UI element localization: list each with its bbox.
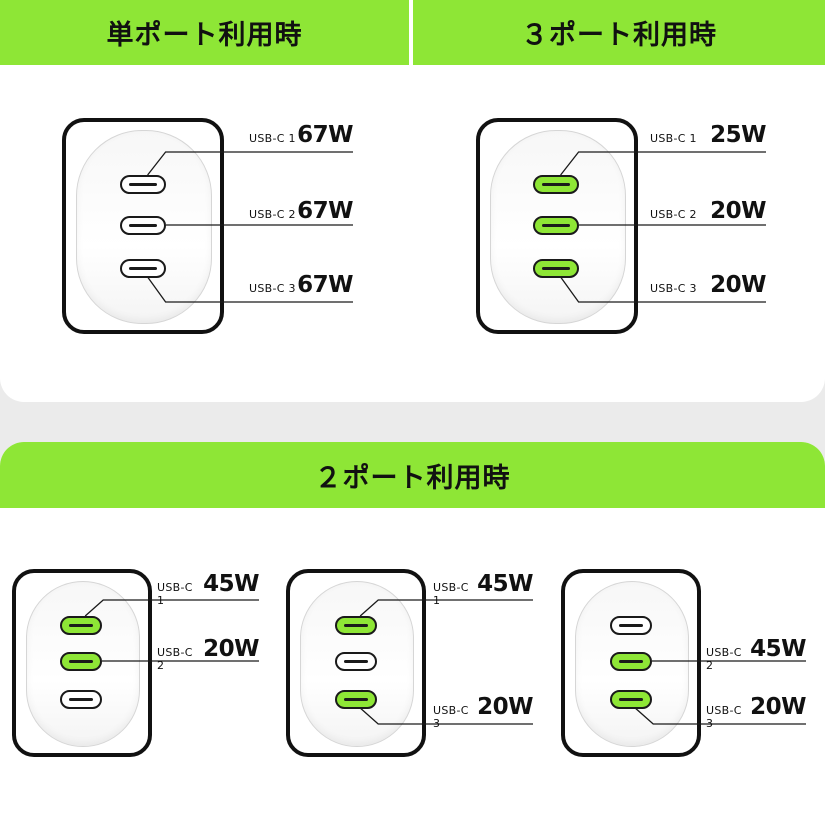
port-wattage: 67W bbox=[297, 198, 353, 224]
usb-c-port-icon bbox=[533, 174, 579, 194]
port-label: USB-C 1 45W bbox=[433, 571, 533, 607]
leader-line bbox=[560, 276, 766, 303]
usb-c-port-icon bbox=[120, 174, 166, 194]
port-name: USB-C 3 bbox=[433, 704, 469, 730]
header-single-port-title: 単ポート利用時 bbox=[106, 20, 303, 51]
port-wattage: 20W bbox=[750, 694, 806, 720]
port-name: USB-C 1 bbox=[433, 581, 469, 607]
port-label: USB-C 1 25W bbox=[650, 122, 766, 152]
usb-c-port-icon bbox=[610, 615, 652, 635]
leader-line bbox=[359, 707, 533, 725]
leader-line bbox=[147, 276, 353, 303]
header-three-port-title: ３ポート利用時 bbox=[521, 20, 717, 51]
port-wattage: 45W bbox=[203, 571, 259, 597]
port-wattage: 20W bbox=[710, 198, 766, 224]
port-wattage: 25W bbox=[710, 122, 766, 148]
usb-c-port-icon bbox=[120, 258, 166, 278]
port-wattage: 67W bbox=[297, 272, 353, 298]
port-name: USB-C 2 bbox=[650, 208, 697, 221]
header-two-port: ２ポート利用時 bbox=[0, 442, 825, 508]
leader-line bbox=[634, 707, 806, 725]
port-wattage: 45W bbox=[750, 636, 806, 662]
port-name: USB-C 2 bbox=[249, 208, 296, 221]
port-label: USB-C 1 45W bbox=[157, 571, 259, 607]
port-name: USB-C 1 bbox=[249, 132, 296, 145]
leader-line bbox=[560, 151, 766, 176]
usb-c-port-icon bbox=[610, 689, 652, 709]
usb-c-port-icon bbox=[610, 651, 652, 671]
leader-line bbox=[359, 599, 533, 617]
usb-c-port-icon bbox=[60, 689, 102, 709]
port-label: USB-C 3 20W bbox=[650, 272, 766, 302]
port-name: USB-C 3 bbox=[706, 704, 742, 730]
port-label: USB-C 2 45W bbox=[706, 636, 806, 672]
port-label: USB-C 2 20W bbox=[650, 198, 766, 228]
port-name: USB-C 2 bbox=[706, 646, 742, 672]
port-label: USB-C 2 20W bbox=[157, 636, 259, 672]
port-wattage: 20W bbox=[203, 636, 259, 662]
port-wattage: 45W bbox=[477, 571, 533, 597]
usb-c-port-icon bbox=[335, 689, 377, 709]
header-three-port: ３ポート利用時 bbox=[413, 0, 825, 65]
port-name: USB-C 2 bbox=[157, 646, 193, 672]
usb-c-port-icon bbox=[533, 258, 579, 278]
port-name: USB-C 1 bbox=[650, 132, 697, 145]
top-panel: 単ポート利用時 ３ポート利用時 bbox=[0, 0, 825, 402]
port-name: USB-C 3 bbox=[650, 282, 697, 295]
usb-c-port-icon bbox=[533, 215, 579, 235]
header-two-port-title: ２ポート利用時 bbox=[314, 462, 511, 494]
port-wattage: 67W bbox=[297, 122, 353, 148]
header-single-port: 単ポート利用時 bbox=[0, 0, 409, 65]
port-name: USB-C 1 bbox=[157, 581, 193, 607]
port-label: USB-C 3 20W bbox=[433, 694, 533, 730]
usb-c-port-icon bbox=[60, 651, 102, 671]
port-wattage: 20W bbox=[710, 272, 766, 298]
port-name: USB-C 3 bbox=[249, 282, 296, 295]
port-wattage: 20W bbox=[477, 694, 533, 720]
port-label: USB-C 3 20W bbox=[706, 694, 806, 730]
usb-c-port-icon bbox=[335, 651, 377, 671]
usb-c-port-icon bbox=[60, 615, 102, 635]
usb-c-port-icon bbox=[335, 615, 377, 635]
usb-c-port-icon bbox=[120, 215, 166, 235]
leader-line bbox=[147, 151, 353, 176]
leader-line bbox=[84, 599, 259, 617]
